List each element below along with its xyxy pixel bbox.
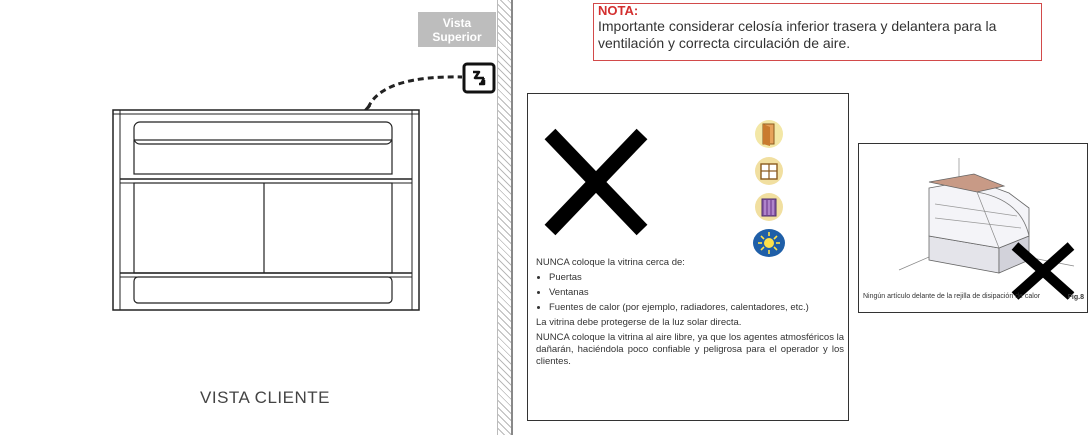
nota-title: NOTA: [598,3,639,18]
fig8-label: Fig.8 [1067,294,1084,301]
warning-list: Puertas Ventanas Fuentes de calor (por e… [536,272,844,314]
nota-text: Importante considerar celosía inferior t… [598,18,997,51]
showcase-caption: VISTA CLIENTE [200,388,330,407]
vista-superior-line1: Vista [442,15,472,30]
warning-sun-note: La vitrina debe protegerse de la luz sol… [536,317,742,328]
warning-item-windows: Ventanas [549,287,844,299]
warning-text: NUNCA coloque la vitrina cerca de: Puert… [536,257,844,371]
door-icon [755,120,783,148]
display-case-illustration [898,158,1075,274]
nota-box: NOTA: Importante considerar celosía infe… [593,3,1042,61]
showcase-top-view-icon [462,62,496,94]
warning-item-doors: Puertas [549,272,844,284]
showcase-front-drawing [112,109,420,311]
warning-outdoor-note: NUNCA coloque la vitrina al aire libre, … [536,332,844,367]
fig8-panel: Ningún artículo delante de la rejilla de… [858,143,1088,313]
window-icon [755,157,783,185]
warning-item-heat: Fuentes de calor (por ejemplo, radiadore… [549,302,844,314]
wall-section [497,0,513,435]
prohibition-x-icon-fig8 [1011,242,1075,300]
vista-superior-badge: Vista Superior [418,12,496,47]
prohibition-x-icon [544,128,648,236]
fig8-caption: Ningún artículo delante de la rejilla de… [863,293,1041,300]
warning-panel: NUNCA coloque la vitrina cerca de: Puert… [527,93,849,421]
vista-superior-line2: Superior [432,29,482,44]
sun-icon [753,229,785,257]
heater-icon [755,193,783,221]
warning-intro: NUNCA coloque la vitrina cerca de: [536,257,685,268]
